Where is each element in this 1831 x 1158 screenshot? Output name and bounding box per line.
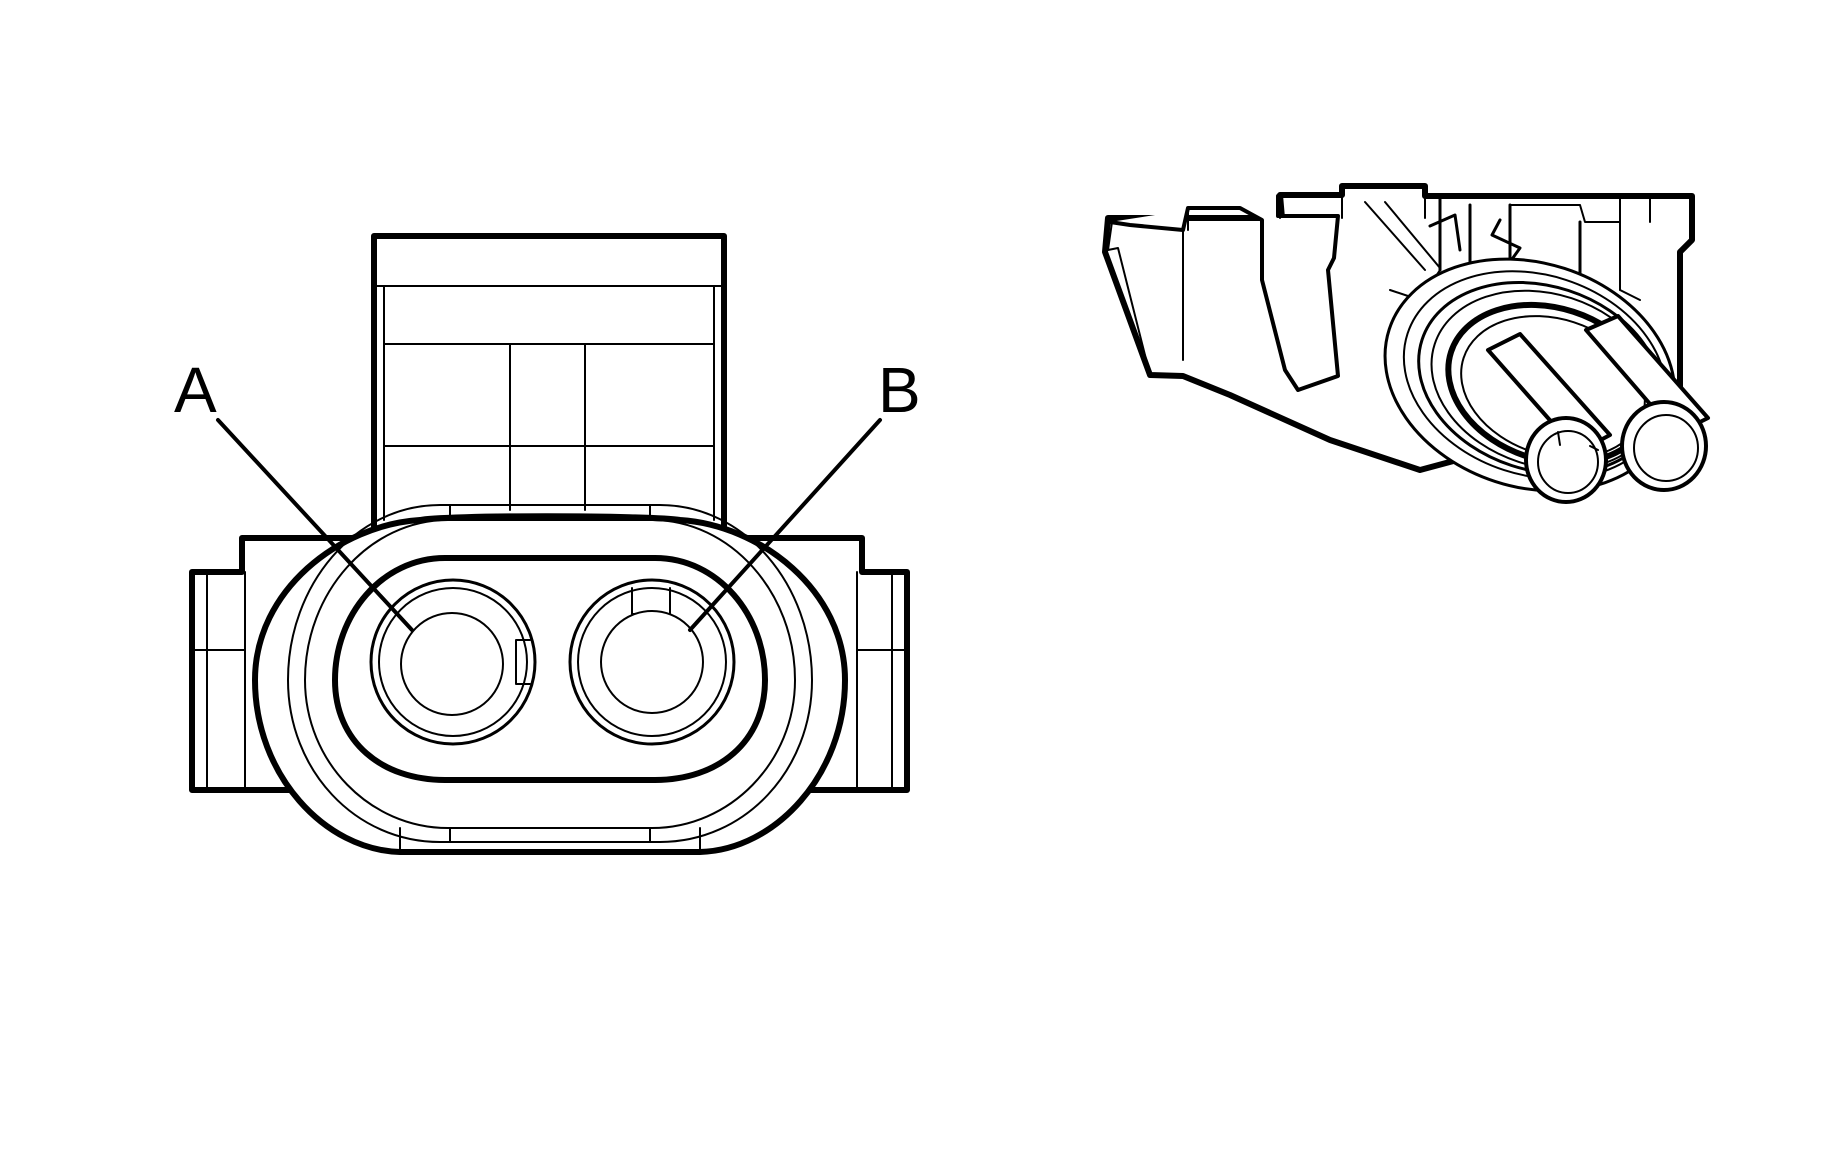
terminal-cavity [332, 555, 768, 783]
iso-pin-right [1584, 314, 1710, 492]
outer-shell [252, 513, 848, 855]
inner-shell [287, 504, 813, 843]
leader-line-a [216, 418, 414, 632]
seal-ring [304, 519, 796, 829]
locking-tab [371, 233, 727, 537]
iso-latch [1108, 194, 1340, 392]
terminal-b [568, 578, 736, 746]
pin-label-a: A [174, 354, 217, 426]
pin-label-b: B [878, 354, 921, 426]
connector-isometric-view [1102, 183, 1710, 504]
leader-line-b [688, 418, 882, 632]
iso-pin-left [1486, 332, 1612, 504]
terminal-a [369, 578, 537, 746]
connector-front-view: A B [174, 233, 921, 855]
